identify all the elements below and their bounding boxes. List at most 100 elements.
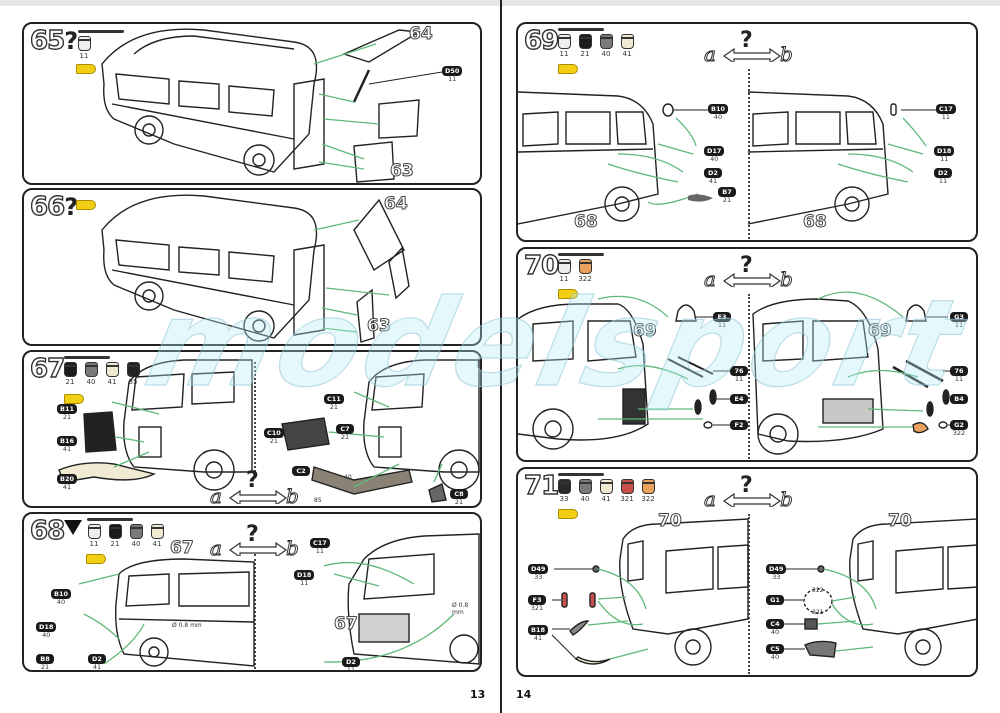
option-a-label: a	[704, 42, 717, 67]
paint-pot: 41	[619, 34, 635, 58]
step-70-panel: 70 11 322	[516, 247, 978, 462]
glue-icon	[558, 289, 578, 299]
page-number: 13	[470, 688, 486, 701]
option-divider	[748, 69, 750, 239]
part-ref-69: 69	[868, 321, 893, 342]
option-a-label: a	[704, 267, 717, 292]
page-spine	[500, 0, 502, 713]
double-arrow-icon	[228, 542, 288, 556]
double-arrow-icon	[722, 493, 782, 507]
van-rear-illustration	[551, 518, 976, 666]
paint-pot: 21	[577, 34, 593, 58]
step-number: 71	[523, 470, 560, 501]
part-ref-70: 70	[658, 511, 683, 532]
step-number: 69	[523, 25, 560, 56]
option-divider	[748, 294, 750, 459]
brush-icon	[558, 28, 604, 31]
paint-pot: 21	[107, 524, 123, 548]
paint-pot: 41	[104, 362, 120, 386]
part-tag-b4: B4	[950, 394, 968, 404]
choice-question: ?	[740, 253, 753, 278]
step-number: 68	[29, 515, 66, 546]
option-divider	[748, 514, 750, 674]
option-a-label: a	[210, 536, 223, 561]
paint-pot: 322	[640, 479, 656, 503]
option-a-label: a	[210, 484, 223, 508]
part-tag-e4: E4	[730, 394, 748, 404]
paint-pot: 322	[577, 259, 593, 283]
brush-icon	[87, 518, 133, 521]
step-number: 67	[29, 353, 66, 384]
paint-pot: 40	[128, 524, 144, 548]
part-ref-68: 68	[574, 212, 599, 233]
option-b-label: b	[780, 267, 794, 292]
paint-pot: 11	[556, 259, 572, 283]
part-ref-67: 67	[334, 614, 359, 635]
paint-pot: 40	[577, 479, 593, 503]
bumper-color-main: 40	[344, 474, 352, 481]
double-arrow-icon	[722, 48, 782, 62]
van-front-illustration	[518, 291, 958, 455]
glue-icon	[76, 64, 96, 74]
lens-color-bottom: 321	[812, 609, 824, 616]
choice-question: ?	[246, 468, 259, 493]
drill-note: Ø 0.8 mm	[452, 602, 469, 616]
choice-question: ?	[246, 522, 259, 547]
lens-color-top: 322	[812, 587, 824, 594]
paint-pot: 85	[125, 362, 141, 386]
paint-list: 11 21 40 41	[86, 524, 165, 548]
part-ref-63: 63	[390, 161, 415, 182]
paint-list: 21 40 41 85	[62, 362, 141, 386]
paint-pot: 41	[598, 479, 614, 503]
brush-icon	[64, 356, 110, 359]
glue-icon	[76, 200, 96, 210]
option-b-label: b	[780, 487, 794, 512]
bumper-color-end: 85	[314, 497, 322, 504]
paint-list: 11 322	[556, 259, 593, 283]
van-rear-illustration	[101, 28, 443, 183]
option-b-label: b	[286, 484, 300, 508]
part-ref-69: 69	[633, 321, 658, 342]
option-divider	[254, 554, 256, 669]
paint-pot: 11	[86, 524, 102, 548]
step-number: 70	[523, 250, 560, 281]
step-71-panel: 71 33 40 41 321 322	[516, 467, 978, 677]
option-b-label: b	[780, 42, 794, 67]
paint-pot: 11	[556, 34, 572, 58]
choice-question: ?	[740, 28, 753, 53]
page-number: 14	[516, 688, 532, 701]
option-a-label: a	[704, 487, 717, 512]
option-divider	[254, 362, 256, 472]
glue-icon	[86, 554, 106, 564]
paint-list: 11 21 40 41	[556, 34, 635, 58]
part-ref-67: 67	[170, 538, 195, 559]
van-side-illustration	[78, 533, 480, 667]
part-ref-63: 63	[367, 316, 392, 337]
option-b-label: b	[286, 536, 300, 561]
brush-icon	[78, 30, 124, 33]
paint-pot: 41	[149, 524, 165, 548]
paint-pot: 321	[619, 479, 635, 503]
